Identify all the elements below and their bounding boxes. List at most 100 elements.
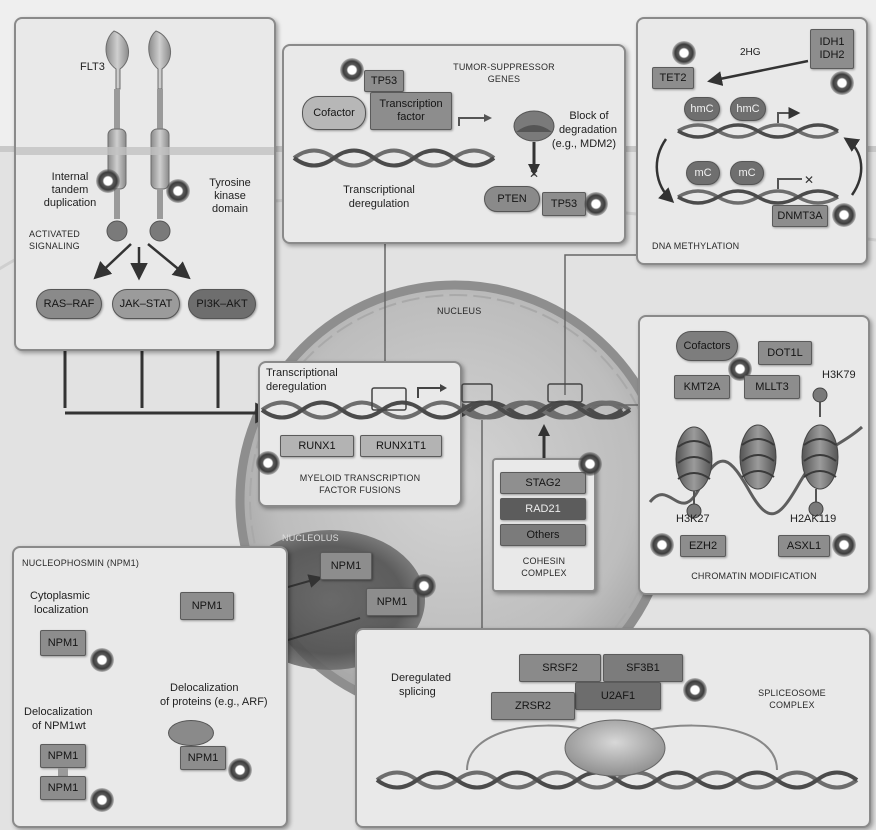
mutation-marker-icon xyxy=(96,169,120,193)
dereg-label-2: deregulation xyxy=(324,198,434,211)
itd-label-2: tandem xyxy=(40,184,100,197)
h3k27-label: H3K27 xyxy=(676,513,710,526)
cohesin-title-1: COHESIN xyxy=(494,556,594,567)
rad21-box: RAD21 xyxy=(500,498,586,520)
cohesin-others-box: Others xyxy=(500,524,586,546)
hmc-oval-1: hmC xyxy=(684,97,720,121)
cofactor-oval: Cofactor xyxy=(302,96,366,130)
arf-protein-oval xyxy=(168,720,214,746)
myeloid-dereg-1: Transcriptional xyxy=(266,367,338,380)
splice-dereg-1: Deregulated xyxy=(391,672,451,685)
cohesin-title-2: COMPLEX xyxy=(494,568,594,579)
hmc-oval-2: hmC xyxy=(730,97,766,121)
asxl1-box: ASXL1 xyxy=(778,535,830,557)
mllt3-box: MLLT3 xyxy=(744,375,800,399)
npm1-wt-box: NPM1 xyxy=(40,744,86,768)
mutation-marker-icon xyxy=(340,58,364,82)
mutation-marker-icon xyxy=(672,41,696,65)
mutation-marker-icon xyxy=(228,758,252,782)
tp53-box: TP53 xyxy=(364,70,404,92)
h3k79-label: H3K79 xyxy=(822,369,856,382)
myeloid-title-1: MYELOID TRANSCRIPTION xyxy=(270,473,450,484)
prot-deloc-label-2: of proteins (e.g., ARF) xyxy=(160,696,268,709)
idh1-label: IDH1 xyxy=(819,36,844,49)
npm1-panel: NUCLEOPHOSMIN (NPM1) Cytoplasmic localiz… xyxy=(12,546,288,828)
zrsr2-box: ZRSR2 xyxy=(491,692,575,720)
transcription-factor-box: Transcription factor xyxy=(370,92,452,130)
mutation-marker-icon xyxy=(166,179,190,203)
deloc-label-2: of NPM1wt xyxy=(32,720,86,733)
mutation-marker-icon xyxy=(830,71,854,95)
npm1-mutant-box: NPM1 xyxy=(40,776,86,800)
chromatin-title: CHROMATIN MODIFICATION xyxy=(640,571,868,582)
mutation-marker-icon xyxy=(90,788,114,812)
nucleolus-label: NUCLEOLUS xyxy=(282,533,339,544)
sf3b1-box: SF3B1 xyxy=(603,654,683,682)
kmt2a-box: KMT2A xyxy=(674,375,730,399)
stag2-box: STAG2 xyxy=(500,472,586,494)
mutation-marker-icon xyxy=(650,533,674,557)
idh-box: IDH1 IDH2 xyxy=(810,29,854,69)
tf-label-1: Transcription xyxy=(379,98,442,111)
dnmt3a-box: DNMT3A xyxy=(772,205,828,227)
dna-methylation-panel: ✕ 2HG IDH1 IDH2 TET2 hmC hmC mC mC DNMT3… xyxy=(636,17,868,265)
tf-label-2: factor xyxy=(397,111,425,124)
h2ak119-label: H2AK119 xyxy=(790,513,836,526)
mutation-marker-icon xyxy=(256,451,280,475)
itd-label-1: Internal xyxy=(40,171,100,184)
cyto-label-2: localization xyxy=(34,604,88,617)
idh2-label: IDH2 xyxy=(819,49,844,62)
npm1-nucleolus-box-2: NPM1 xyxy=(366,588,418,616)
splice-title-2: COMPLEX xyxy=(737,700,847,711)
mc-oval-1: mC xyxy=(686,161,720,185)
npm1-arf-box: NPM1 xyxy=(180,746,226,770)
deloc-label-1: Delocalization xyxy=(24,706,92,719)
myeloid-title-2: FACTOR FUSIONS xyxy=(270,485,450,496)
tumor-title-2: GENES xyxy=(434,74,574,85)
dereg-label-1: Transcriptional xyxy=(324,184,434,197)
tkd-label-2: kinase xyxy=(200,190,260,203)
ezh2-box: EZH2 xyxy=(680,535,726,557)
cyto-label-1: Cytoplasmic xyxy=(30,590,90,603)
2hg-label: 2HG xyxy=(740,46,761,59)
tp53-degradation-box: TP53 xyxy=(542,192,586,216)
tkd-label-1: Tyrosine xyxy=(200,177,260,190)
mutation-marker-icon xyxy=(683,678,707,702)
ras-raf-pathway: RAS–RAF xyxy=(36,289,102,319)
npm1-cyto-box: NPM1 xyxy=(40,630,86,656)
mutation-marker-icon xyxy=(832,533,856,557)
npm1-nucleolus-box-1: NPM1 xyxy=(320,552,372,580)
myeloid-dereg-2: deregulation xyxy=(266,381,327,394)
npm1-cytoplasm-box: NPM1 xyxy=(180,592,234,620)
nucleus-label: NUCLEUS xyxy=(437,306,481,317)
block-label-2: degradation xyxy=(548,124,628,137)
cofactors-oval: Cofactors xyxy=(676,331,738,361)
u2af1-box: U2AF1 xyxy=(575,682,661,710)
mutation-marker-icon xyxy=(578,452,602,476)
pi3k-akt-pathway: PI3K–AKT xyxy=(188,289,256,319)
npm1-dimer-link xyxy=(58,768,68,776)
chromatin-panel: Cofactors DOT1L KMT2A MLLT3 H3K79 H3K27 … xyxy=(638,315,870,595)
runx1t1-box: RUNX1T1 xyxy=(360,435,442,457)
flt3-label: FLT3 xyxy=(80,61,105,74)
tumor-suppressor-panel: ✕ TUMOR-SUPPRESSOR GENES TP53 Cofactor T… xyxy=(282,44,626,244)
mutation-marker-icon xyxy=(90,648,114,672)
cohesin-panel: STAG2 RAD21 Others COHESIN COMPLEX xyxy=(492,458,596,592)
svg-text:✕: ✕ xyxy=(804,173,814,187)
block-label-3: (e.g., MDM2) xyxy=(542,138,626,151)
flt3-panel: FLT3 Internal tandem duplication Tyrosin… xyxy=(14,17,276,351)
mutation-marker-icon xyxy=(832,203,856,227)
mutation-marker-icon xyxy=(412,574,436,598)
tkd-label-3: domain xyxy=(200,203,260,216)
methylation-title: DNA METHYLATION xyxy=(652,241,739,252)
svg-text:✕: ✕ xyxy=(529,167,539,181)
runx1-box: RUNX1 xyxy=(280,435,354,457)
myeloid-fusion-panel: Transcriptional deregulation RUNX1 RUNX1… xyxy=(258,361,462,507)
jak-stat-pathway: JAK–STAT xyxy=(112,289,180,319)
tet2-box: TET2 xyxy=(652,67,694,89)
splice-title-1: SPLICEOSOME xyxy=(737,688,847,699)
signaling-label-1: ACTIVATED xyxy=(29,229,80,240)
prot-deloc-label-1: Delocalization xyxy=(170,682,238,695)
mc-oval-2: mC xyxy=(730,161,764,185)
